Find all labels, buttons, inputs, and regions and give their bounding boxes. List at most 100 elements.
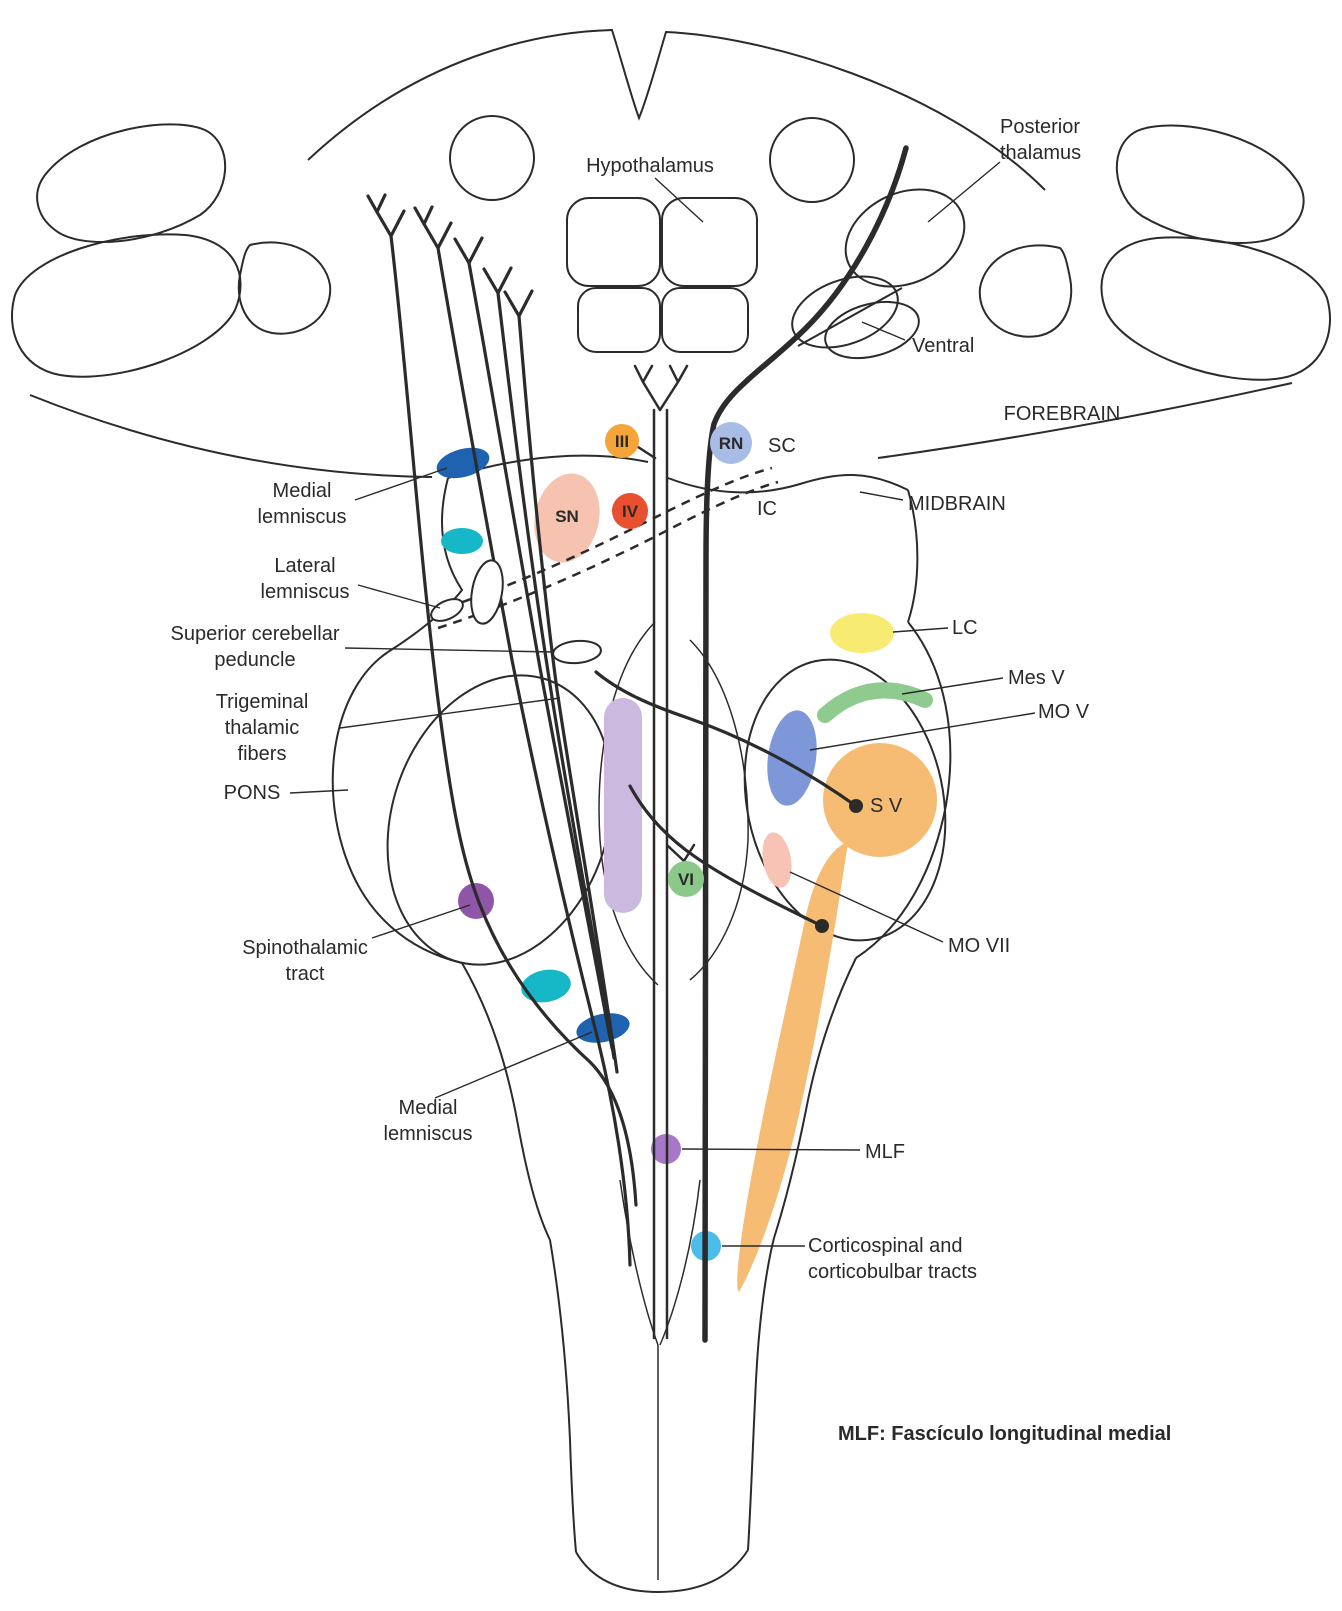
right-cerebellar-peduncle-leaf bbox=[743, 658, 947, 942]
dashed-decussation-line bbox=[437, 480, 779, 630]
leader-mlf bbox=[681, 1148, 861, 1151]
decussation bbox=[430, 466, 779, 665]
bundle-fork bbox=[482, 266, 513, 295]
cortex-arc bbox=[307, 28, 1046, 191]
colored-nuclei bbox=[436, 447, 937, 1292]
right-hemisphere-block bbox=[1115, 124, 1305, 244]
label-spinothalamic-1: Spinothalamic bbox=[242, 937, 368, 959]
medial-lemniscus-nucleus-lower bbox=[576, 1013, 630, 1043]
label-trigeminal-2: thalamic bbox=[225, 717, 299, 739]
left-hemisphere-block bbox=[36, 123, 227, 243]
spinothalamic-nucleus-upper bbox=[441, 528, 483, 554]
label-trigeminal-1: Trigeminal bbox=[216, 691, 309, 713]
mo-v-nucleus bbox=[767, 710, 817, 806]
left-hemisphere-block bbox=[11, 233, 242, 378]
mes-v-nucleus bbox=[817, 682, 933, 723]
leader-hypothalamus bbox=[654, 177, 704, 223]
label-scp-2: peduncle bbox=[214, 649, 295, 671]
label-midbrain: MIDBRAIN bbox=[908, 493, 1006, 515]
lateral-lemniscus-oval bbox=[470, 559, 504, 625]
spinothalamic-purple-nucleus bbox=[458, 883, 494, 919]
medulla-left-edge bbox=[461, 962, 551, 1241]
medial-lemniscus-nucleus-upper bbox=[436, 447, 490, 479]
label-trigeminal-3: fibers bbox=[238, 743, 287, 765]
leader-trigeminal-fibers bbox=[339, 697, 561, 729]
leader-posterior-thalamus bbox=[927, 161, 1001, 223]
cord-right-edge bbox=[747, 1237, 775, 1551]
hypothalamus-lobe bbox=[661, 287, 749, 353]
nucleus-iv: IV bbox=[612, 493, 648, 529]
tract-lines bbox=[366, 145, 909, 1343]
right-forebrain-base-arc bbox=[877, 382, 1293, 459]
leader-spinothalamic bbox=[371, 904, 471, 939]
ventral-thalamus-line bbox=[797, 287, 903, 347]
midbrain-dorsal-contour-right bbox=[667, 473, 909, 494]
vi-circle bbox=[668, 861, 704, 897]
rn-label: RN bbox=[719, 434, 744, 453]
leader-medial-lemniscus-lower bbox=[434, 1031, 593, 1099]
leader-mo-vii bbox=[789, 871, 944, 943]
pons-right-bulge bbox=[855, 621, 952, 959]
s-v-nucleus bbox=[823, 743, 937, 857]
ventral-thalamus-shape bbox=[791, 275, 899, 349]
midbrain-right-edge bbox=[907, 489, 919, 623]
label-lateral-lemniscus-1: Lateral bbox=[274, 555, 335, 577]
text-labels: Hypothalamus Posterior thalamus Ventral … bbox=[171, 116, 1172, 1445]
left-ventricle-circle bbox=[449, 115, 535, 201]
s-v-dot bbox=[849, 799, 863, 813]
right-ventricle-circle bbox=[769, 117, 855, 203]
label-medial-lemniscus-upper-1: Medial bbox=[273, 480, 332, 502]
nucleus-iii: III bbox=[605, 424, 639, 458]
bundle-fork bbox=[366, 193, 406, 238]
label-pons: PONS bbox=[224, 782, 281, 804]
left-cerebellar-peduncle-leaf bbox=[386, 674, 614, 966]
label-mlf: MLF bbox=[865, 1141, 905, 1163]
leader-medial-lemniscus-upper bbox=[354, 467, 448, 501]
bundle-line-3 bbox=[467, 261, 614, 1050]
label-corticospinal-2: corticobulbar tracts bbox=[808, 1261, 977, 1283]
midbrain-left-edge bbox=[387, 477, 464, 653]
label-corticospinal-1: Corticospinal and bbox=[808, 1235, 963, 1257]
vi-label: VI bbox=[678, 870, 694, 889]
leader-lc bbox=[892, 627, 949, 633]
medulla-right-edge bbox=[773, 957, 857, 1239]
cord-bottom-cap bbox=[575, 1549, 749, 1594]
label-mo-vii: MO VII bbox=[948, 935, 1010, 957]
posterior-thalamus-shape bbox=[844, 188, 966, 288]
superior-cerebellar-peduncle-oval bbox=[552, 639, 602, 665]
left-forebrain-base-arc bbox=[29, 394, 433, 478]
label-s-v: S V bbox=[870, 795, 903, 817]
brainstem-outline bbox=[331, 454, 952, 1594]
fourth-ventricle-right-contour bbox=[689, 639, 749, 981]
bundle-fork bbox=[453, 236, 484, 265]
bundle-line-1 bbox=[389, 234, 638, 1207]
label-ic: IC bbox=[757, 498, 777, 520]
hypothalamus-lobe bbox=[577, 287, 661, 353]
iv-label: IV bbox=[622, 502, 639, 521]
label-lc: LC bbox=[952, 617, 978, 639]
label-ventral: Ventral bbox=[912, 335, 974, 357]
mo-vii-nucleus bbox=[762, 832, 792, 888]
raphe-lavender-bar bbox=[604, 698, 642, 913]
bundle-fork bbox=[413, 205, 453, 250]
label-hypothalamus: Hypothalamus bbox=[586, 155, 714, 177]
leader-midbrain bbox=[859, 491, 904, 501]
label-lateral-lemniscus-2: lemniscus bbox=[261, 581, 350, 603]
label-forebrain: FOREBRAIN bbox=[1004, 403, 1121, 425]
hypothalamus-lobe bbox=[661, 197, 758, 287]
fourth-ventricle-left-contour bbox=[598, 621, 659, 986]
s-v-crossing-fiber bbox=[594, 670, 858, 808]
iii-stem bbox=[636, 445, 657, 460]
bundle-line-4 bbox=[496, 291, 616, 1060]
small-labeled-nuclei: III IV RN VI SN bbox=[555, 422, 752, 897]
label-posterior-thalamus-2: thalamus bbox=[1000, 142, 1081, 164]
left-hemisphere-block bbox=[237, 241, 332, 335]
sn-nucleus bbox=[534, 473, 600, 563]
iii-circle bbox=[605, 424, 639, 458]
corticospinal-tract-line bbox=[702, 145, 909, 1343]
leader-pons bbox=[289, 789, 349, 794]
right-hemisphere-block bbox=[1100, 236, 1331, 381]
forebrain-outlines bbox=[11, 28, 1331, 478]
